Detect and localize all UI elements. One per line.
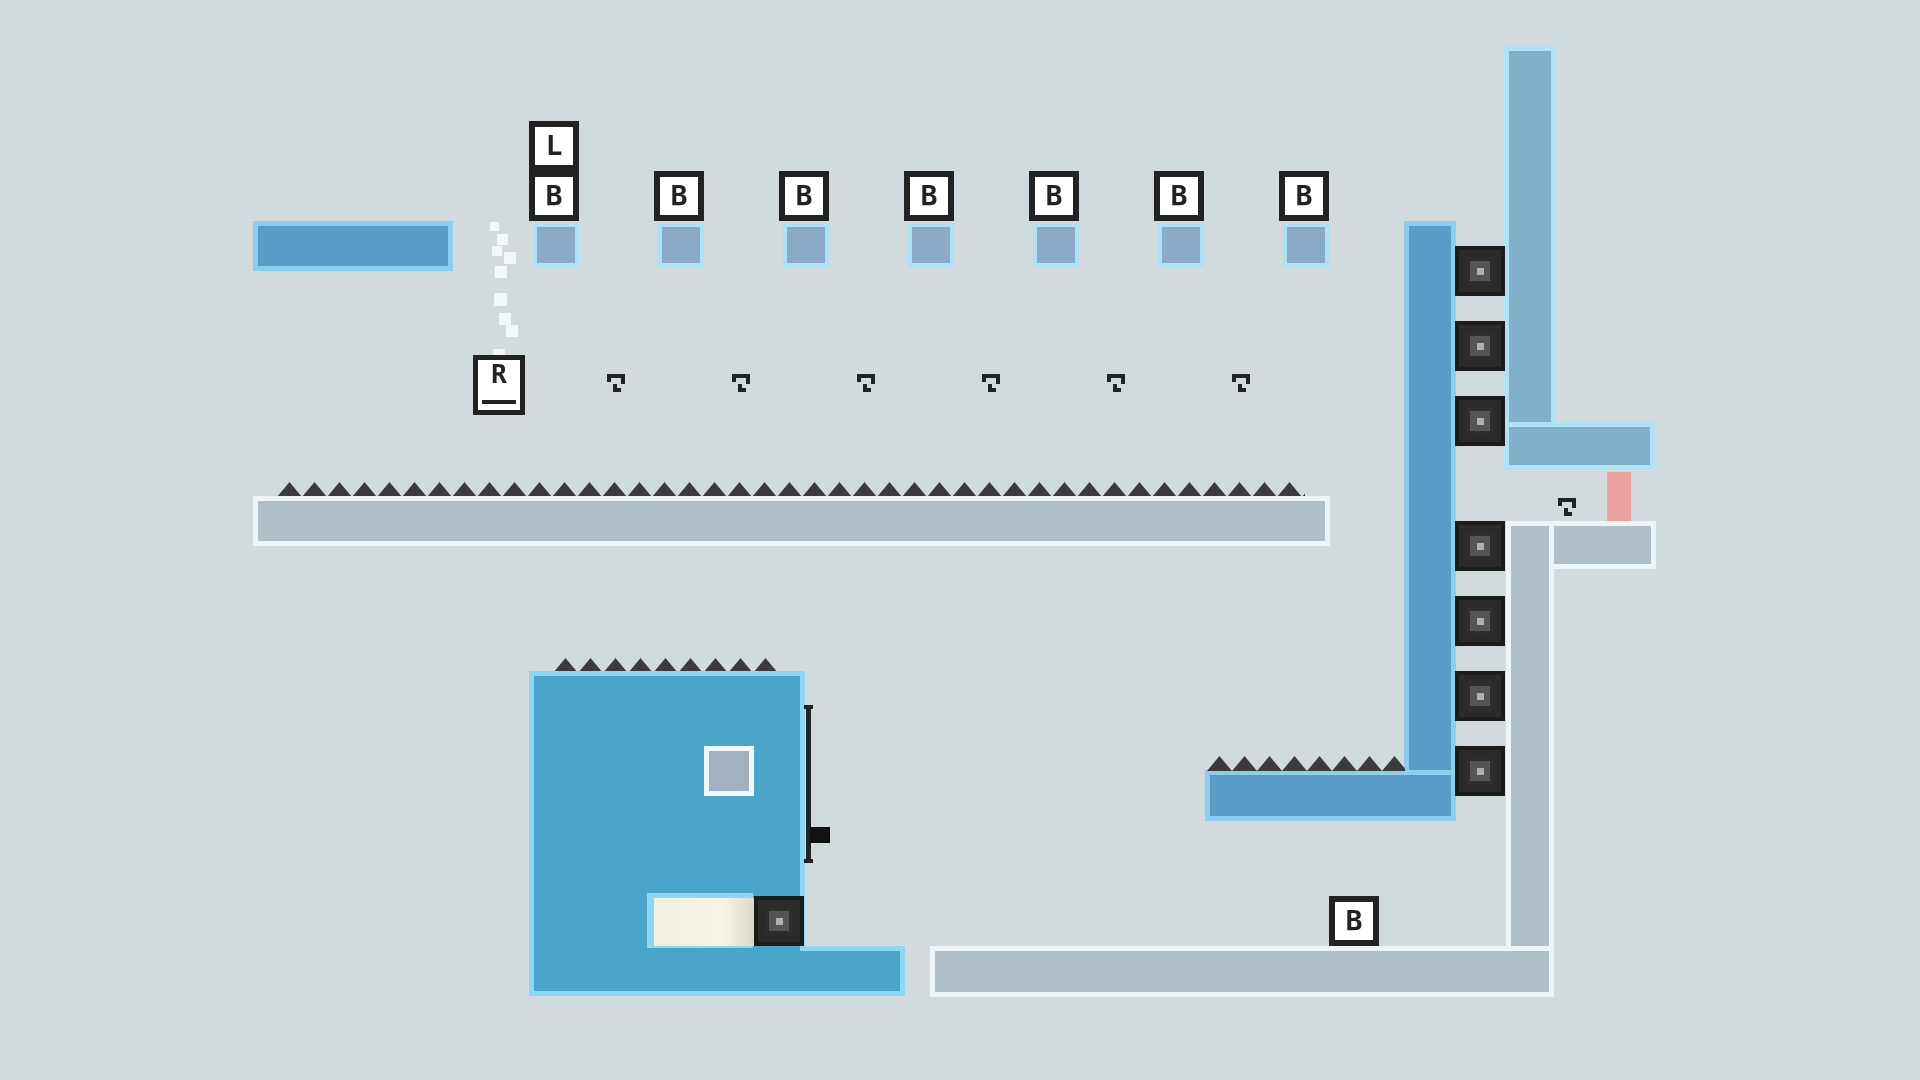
turret-icon — [1455, 396, 1505, 446]
crate[interactable]: B — [654, 171, 704, 221]
dust-particle — [504, 252, 516, 264]
crate-label: B — [1035, 177, 1073, 215]
right-gray-column — [1506, 521, 1554, 997]
spike-icon — [277, 482, 1305, 497]
crate-label: B — [535, 177, 573, 215]
right-blue-ledge — [1205, 770, 1456, 821]
rail — [806, 705, 811, 863]
token-icon[interactable] — [605, 372, 627, 394]
rail-cap — [804, 705, 813, 709]
crate[interactable]: B — [904, 171, 954, 221]
turret-icon — [1455, 596, 1505, 646]
crate-pad — [1033, 223, 1079, 267]
dust-particle — [494, 293, 507, 306]
glow-light — [654, 898, 755, 946]
crate-label: B — [660, 177, 698, 215]
laser-gate — [1607, 472, 1631, 522]
crate-label: B — [1160, 177, 1198, 215]
rail-cap — [804, 859, 813, 863]
long-spiked-platform — [253, 496, 1330, 546]
token-icon[interactable] — [980, 372, 1002, 394]
turret-icon — [1455, 321, 1505, 371]
upper-left-platform — [253, 221, 453, 271]
crate[interactable]: B — [529, 171, 579, 221]
crate-label: B — [1335, 902, 1373, 940]
dust-particle — [497, 234, 508, 245]
crate[interactable]: B — [779, 171, 829, 221]
crate[interactable]: B — [1154, 171, 1204, 221]
dust-particle — [490, 222, 499, 231]
token-icon[interactable] — [855, 372, 877, 394]
cyan-fill — [534, 951, 900, 991]
spike-icon — [1207, 756, 1405, 771]
dust-particle — [495, 266, 507, 278]
crate-pad — [908, 223, 954, 267]
player-label: R — [491, 360, 507, 390]
crate[interactable]: L — [529, 121, 579, 171]
dust-particle — [499, 313, 511, 325]
switch-square[interactable] — [704, 746, 754, 796]
rail-slider[interactable] — [810, 827, 830, 843]
top-right-teal-column — [1504, 46, 1556, 470]
crate[interactable]: B — [1329, 896, 1379, 946]
dust-particle — [493, 349, 505, 355]
turret-icon — [1455, 521, 1505, 571]
turret-icon — [754, 896, 804, 946]
turret-icon — [1455, 671, 1505, 721]
spike-icon — [553, 658, 778, 673]
token-icon[interactable] — [1230, 372, 1252, 394]
crate-pad — [783, 223, 829, 267]
token-icon[interactable] — [1556, 496, 1578, 518]
token-icon[interactable] — [730, 372, 752, 394]
crate-pad — [533, 223, 579, 267]
turret-icon — [1455, 746, 1505, 796]
player-robot-icon[interactable]: R — [473, 355, 525, 415]
crate-label: B — [1285, 177, 1323, 215]
crate-label: L — [535, 127, 573, 165]
turret-icon — [1455, 246, 1505, 296]
crate-pad — [658, 223, 704, 267]
dust-particle — [506, 325, 518, 337]
crate-label: B — [910, 177, 948, 215]
token-icon[interactable] — [1105, 372, 1127, 394]
crate[interactable]: B — [1029, 171, 1079, 221]
crate[interactable]: B — [1279, 171, 1329, 221]
player-feet — [482, 400, 516, 404]
crate-pad — [1158, 223, 1204, 267]
bottom-gray-floor — [930, 946, 1554, 997]
crate-pad — [1283, 223, 1329, 267]
top-right-teal-ledge — [1504, 422, 1655, 470]
right-blue-wall — [1404, 221, 1456, 821]
crate-label: B — [785, 177, 823, 215]
dust-particle — [492, 246, 502, 256]
